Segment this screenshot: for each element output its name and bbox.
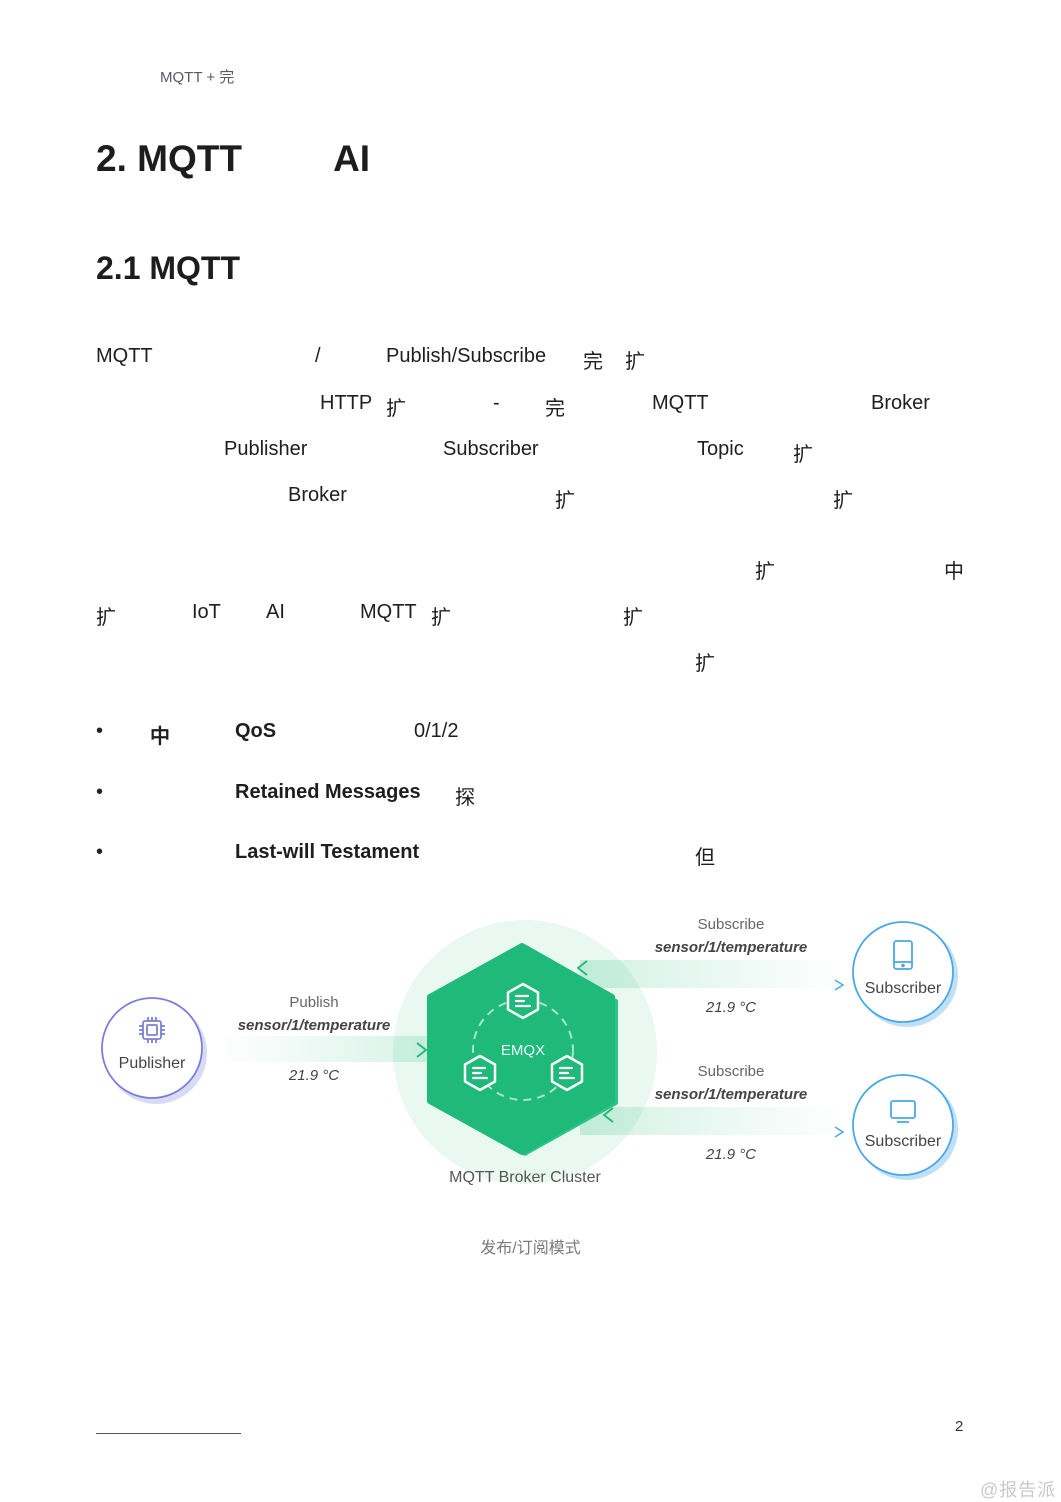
subsection-heading: 2.1 MQTT [96, 250, 241, 286]
subscribe-action-1: Subscribe [698, 916, 765, 933]
para-text: Subscriber [443, 438, 539, 460]
publish-payload: 21.9 °C [288, 1067, 339, 1084]
subscribe-payload-1: 21.9 °C [705, 999, 756, 1016]
para-text: Publish/Subscribe [386, 345, 547, 367]
pubsub-diagram: EMQX MQTT Broker Cluster Publisher Publi… [101, 916, 958, 1186]
para-text: 扩 [793, 444, 813, 466]
subscribe-arrowhead-1 [576, 960, 588, 976]
subscribe-arrowhead-2 [602, 1107, 614, 1123]
publish-glow [215, 1036, 430, 1062]
para-text: - [493, 392, 500, 414]
cluster-ring [472, 999, 574, 1101]
subscriber-node-1: Subscriber [852, 921, 958, 1027]
para-text: 扩 [695, 653, 715, 675]
bullet-term: QoS [235, 720, 277, 742]
para-text: 扩 [755, 561, 775, 583]
deliver-arrowhead-2 [834, 1126, 845, 1138]
para-text: 扩 [96, 607, 116, 629]
para-text: 中 [944, 561, 964, 583]
subscribe-payload-2: 21.9 °C [705, 1146, 756, 1163]
para-text: AI [266, 601, 285, 623]
broker-name: EMQX [501, 1042, 545, 1059]
subscriber-node-2: Subscriber [852, 1074, 958, 1180]
para-text: 完 [545, 398, 565, 420]
para-text: 扩 [386, 398, 406, 420]
para-text: 扩 [833, 490, 853, 512]
para-text: MQTT [652, 392, 709, 414]
subscribe-glow-1 [580, 960, 845, 988]
para-text: 扩 [623, 607, 643, 629]
para-text: / [315, 345, 321, 367]
subscribe-topic-2: sensor/1/temperature [655, 1086, 808, 1103]
figure-caption: 发布/订阅模式 [480, 1240, 581, 1257]
bullet-suffix: 但 [695, 847, 715, 869]
chip-icon [139, 1017, 165, 1043]
bullet-term: Retained Messages [235, 781, 421, 803]
bullet-marker: • [96, 720, 104, 742]
bullet-term: Last-will Testament [235, 841, 420, 863]
publish-topic: sensor/1/temperature [238, 1017, 391, 1034]
broker-hexagon [427, 943, 615, 1155]
broker-node-icon [550, 1054, 584, 1092]
para-text: MQTT [96, 345, 153, 367]
publisher-label: Publisher [119, 1055, 186, 1072]
subscribe-topic-1: sensor/1/temperature [655, 939, 808, 956]
page-number: 2 [955, 1418, 964, 1435]
para-text: 扩 [431, 607, 451, 629]
monitor-icon [890, 1100, 916, 1123]
subscriber-label: Subscriber [865, 980, 942, 997]
para-text: Broker [871, 392, 930, 414]
para-text: Publisher [224, 438, 308, 460]
broker-node-icon [506, 982, 540, 1020]
bullet-marker: • [96, 841, 104, 863]
watermark: @报告派 [980, 1480, 1057, 1500]
subscribe-glow-2 [580, 1107, 845, 1135]
broker-node-icon [463, 1054, 497, 1092]
para-text: Topic [697, 438, 744, 460]
publisher-node: Publisher [101, 997, 207, 1104]
para-text: HTTP [320, 392, 373, 414]
subscriber-label: Subscriber [865, 1133, 942, 1150]
bullet-suffix: 探 [455, 787, 475, 809]
bullet-prefix: 中 [150, 726, 170, 748]
tablet-icon [893, 940, 913, 970]
broker-caption: MQTT Broker Cluster [449, 1169, 601, 1186]
para-text: Broker [288, 484, 347, 506]
para-text: IoT [192, 601, 221, 623]
bullet-marker: • [96, 781, 104, 803]
deliver-arrowhead-1 [834, 979, 845, 991]
bullet-suffix: 0/1/2 [414, 720, 459, 742]
para-text: 完 [583, 351, 603, 373]
para-text: 扩 [625, 351, 645, 373]
running-header: MQTT + 完 [160, 69, 235, 86]
section-heading: 2. MQTT AI [96, 138, 371, 179]
publish-action: Publish [289, 994, 338, 1011]
para-text: MQTT [360, 601, 417, 623]
subscribe-action-2: Subscribe [698, 1063, 765, 1080]
para-text: 扩 [555, 490, 575, 512]
footnote-divider [96, 1433, 241, 1434]
publish-arrowhead [416, 1042, 428, 1058]
